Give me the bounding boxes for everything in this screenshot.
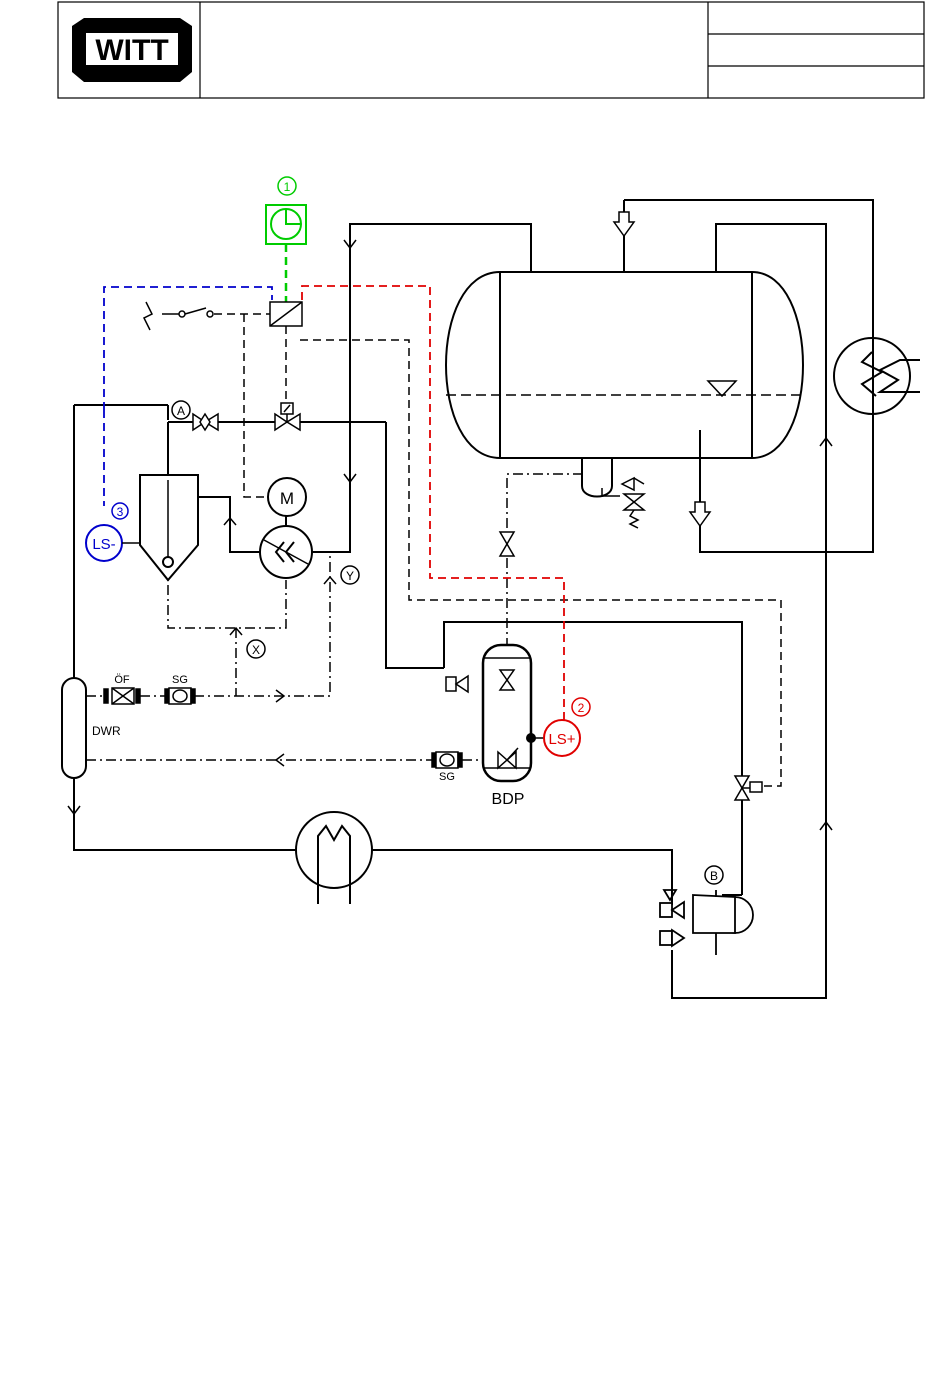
bdp-inlet-valve	[500, 532, 514, 556]
sg-top-label: SG	[172, 674, 188, 686]
relief-valve-bdp	[446, 676, 468, 692]
sight-glass-top	[165, 688, 195, 704]
ls-minus: 3 LS-	[86, 503, 140, 561]
dwr-label: DWR	[92, 724, 121, 738]
pump-b	[660, 890, 753, 955]
logo-text: WITT	[95, 34, 168, 67]
evaporator	[296, 812, 372, 904]
oil-filter	[104, 688, 140, 704]
condenser	[834, 338, 920, 414]
safety-valve-group	[602, 478, 644, 528]
valve-a	[193, 414, 218, 430]
bdp-label: BDP	[492, 791, 525, 808]
tag-1-label: 1	[284, 180, 291, 194]
point-y-label: Y	[346, 569, 354, 583]
relay-box	[270, 302, 302, 326]
ls-plus-label: LS+	[548, 731, 575, 748]
blue-signal-top	[104, 287, 272, 410]
inlet-arrows	[614, 212, 710, 526]
tag-3-label: 3	[117, 505, 124, 519]
ls-plus: 2 LS+	[531, 698, 590, 756]
tag-2-label: 2	[578, 701, 585, 715]
sg-bottom-label: SG	[439, 771, 455, 783]
of-label: ÖF	[114, 674, 130, 686]
receiver-vessel	[446, 272, 803, 497]
motor: M	[268, 478, 306, 516]
ls-minus-label: LS-	[92, 536, 115, 553]
level-controller: 1	[266, 177, 306, 244]
separator	[140, 475, 198, 580]
point-a: A	[172, 401, 190, 419]
point-b: B	[705, 866, 723, 884]
point-b-label: B	[710, 869, 718, 883]
sight-glass-bottom	[432, 752, 462, 768]
witt-logo: WITT	[72, 18, 192, 82]
motor-label: M	[280, 489, 294, 508]
point-x: X	[247, 640, 265, 658]
point-a-label: A	[177, 404, 185, 418]
pump	[260, 526, 312, 578]
level-triangle-icon	[708, 381, 736, 396]
power-switch	[144, 302, 213, 330]
point-x-label: X	[252, 643, 260, 657]
solenoid-valve	[275, 403, 300, 430]
point-y: Y	[341, 566, 359, 584]
right-solenoid-valve	[735, 776, 762, 800]
process-lines	[74, 200, 873, 998]
